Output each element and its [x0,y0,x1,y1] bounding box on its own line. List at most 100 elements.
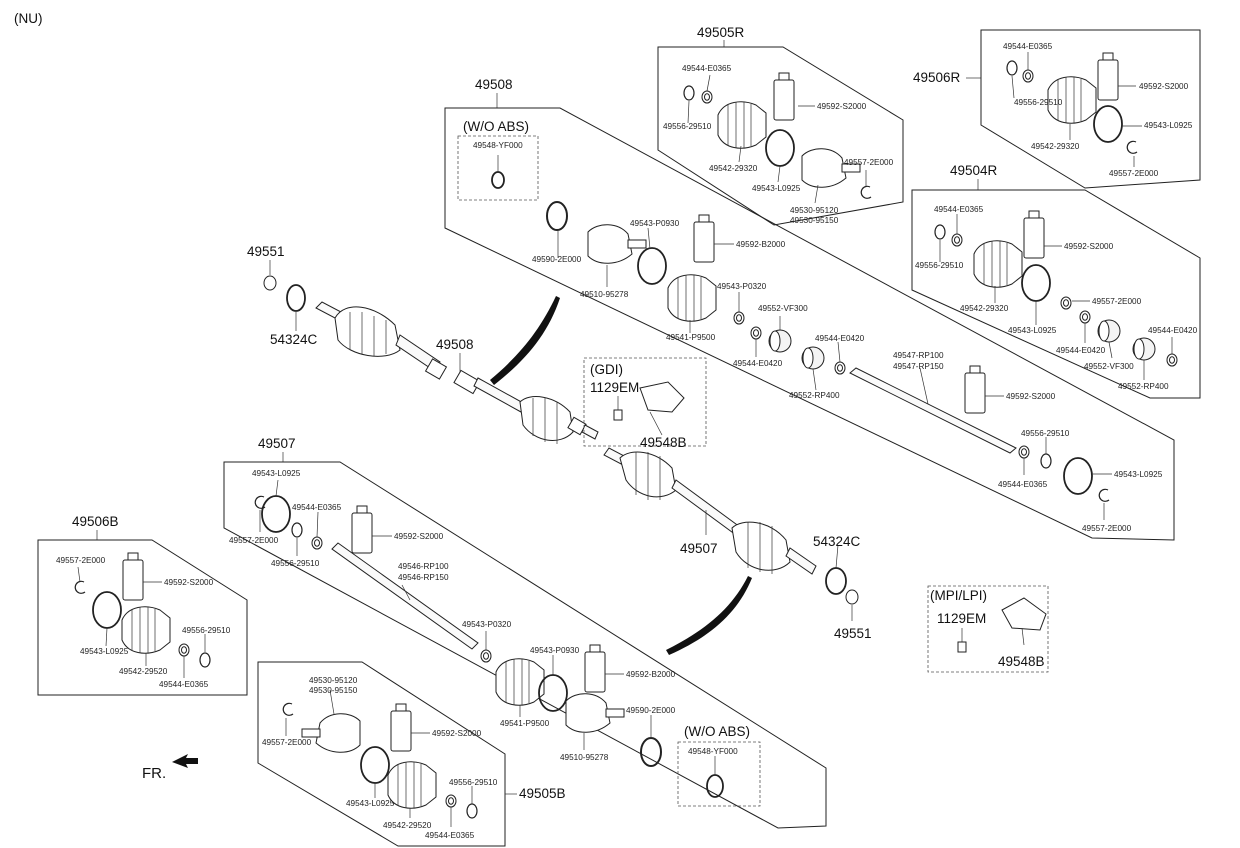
group-box-49506B [37,539,248,696]
group-label-49507: 49507 [258,436,296,451]
group-label-49504R: 49504R [950,163,998,178]
part-49544-E0420: 49544-E0420 [1148,326,1198,335]
part-49557-2E000: 49557-2E000 [1082,524,1132,533]
part-49557-2E000: 49557-2E000 [844,158,894,167]
part-49544-E0365: 49544-E0365 [998,480,1048,489]
part-49592-S2000: 49592-S2000 [164,578,214,587]
part-49530-95150: 49530-95150 [309,686,358,695]
group-label-49505R: 49505R [697,25,745,40]
part-49548B-mpi: 49548B [998,654,1045,669]
part-49543-P0320: 49543-P0320 [717,282,767,291]
callout-49551-bottom: 49551 [834,626,872,641]
part-49530-95120: 49530-95120 [309,676,358,685]
part-1129EM-gdi: 1129EM [590,380,639,395]
part-49541-P9500: 49541-P9500 [666,333,716,342]
part-49543-P0320: 49543-P0320 [462,620,512,629]
part-49556-29510: 49556-29510 [449,778,498,787]
direction-arrow-icon [172,754,198,768]
part-49548-YF000: 49548-YF000 [688,747,738,756]
part-49544-E0365: 49544-E0365 [934,205,984,214]
part-49548-YF000: 49548-YF000 [473,141,523,150]
part-1129EM-mpi: 1129EM [937,611,986,626]
callout-49507-shaft: 49507 [680,541,718,556]
part-49542-29520: 49542-29520 [119,667,168,676]
part-49543-L0925: 49543-L0925 [80,647,129,656]
group-box-49506R [980,29,1201,189]
mpi-lpi-option-box [927,585,1049,673]
part-49557-2E000: 49557-2E000 [56,556,106,565]
group-box-49505B [257,661,506,847]
part-49546-RP150: 49546-RP150 [398,573,449,582]
part-49510-95278: 49510-95278 [560,753,609,762]
part-49530-95150: 49530-95150 [790,216,839,225]
callout-54324C-bottom: 54324C [813,534,861,549]
part-49552-VF300: 49552-VF300 [1084,362,1134,371]
part-49544-E0420: 49544-E0420 [1056,346,1106,355]
callout-49508-shaft: 49508 [436,337,474,352]
part-49547-RP150: 49547-RP150 [893,362,944,371]
part-49592-S2000: 49592-S2000 [817,102,867,111]
part-49543-L0925: 49543-L0925 [252,469,301,478]
part-49557-2E000: 49557-2E000 [262,738,312,747]
group-box-49507 [223,461,827,829]
callout-54324C-top: 54324C [270,332,318,347]
link-arrow-bottom [666,576,752,655]
group-box-49504R [911,189,1201,399]
group-label-49506R: 49506R [913,70,961,85]
part-49592-S2000: 49592-S2000 [432,729,482,738]
part-49552-RP400: 49552-RP400 [789,391,840,400]
option-wo-abs-top: (W/O ABS) [463,119,529,134]
option-mpi-lpi: (MPI/LPI) [930,588,987,603]
option-gdi: (GDI) [590,362,623,377]
part-49556-29510: 49556-29510 [1014,98,1063,107]
group-label-49505B: 49505B [519,786,566,801]
part-49544-E0365: 49544-E0365 [159,680,209,689]
part-49543-L0925: 49543-L0925 [1008,326,1057,335]
part-49590-2E000: 49590-2E000 [626,706,676,715]
part-49552-RP400: 49552-RP400 [1118,382,1169,391]
gdi-option-box [583,357,707,447]
part-49544-E0365: 49544-E0365 [425,831,475,840]
part-49530-95120: 49530-95120 [790,206,839,215]
part-49556-29510: 49556-29510 [915,261,964,270]
part-49542-29320: 49542-29320 [709,164,758,173]
part-49543-L0925: 49543-L0925 [1144,121,1193,130]
option-wo-abs-bottom: (W/O ABS) [684,724,750,739]
part-49592-S2000: 49592-S2000 [1006,392,1056,401]
group-box-49508 [444,107,1175,541]
part-49543-P0930: 49543-P0930 [530,646,580,655]
part-49542-29320: 49542-29320 [960,304,1009,313]
link-arrow-top [490,296,560,385]
diagram-code: (NU) [14,11,43,26]
part-49557-2E000: 49557-2E000 [1092,297,1142,306]
part-49546-RP100: 49546-RP100 [398,562,449,571]
part-49556-29510: 49556-29510 [663,122,712,131]
part-49557-2E000: 49557-2E000 [229,536,279,545]
part-49542-29520: 49542-29520 [383,821,432,830]
part-49590-2E000: 49590-2E000 [532,255,582,264]
part-49544-E0365: 49544-E0365 [292,503,342,512]
part-49543-L0925: 49543-L0925 [346,799,395,808]
part-49543-P0930: 49543-P0930 [630,219,680,228]
direction-label-fr: FR. [142,765,166,782]
part-49557-2E000: 49557-2E000 [1109,169,1159,178]
part-49541-P9500: 49541-P9500 [500,719,550,728]
part-49544-E0365: 49544-E0365 [1003,42,1053,51]
part-49544-E0420: 49544-E0420 [815,334,865,343]
part-49544-E0365: 49544-E0365 [682,64,732,73]
part-49592-B2000: 49592-B2000 [626,670,676,679]
part-49592-S2000: 49592-S2000 [1139,82,1189,91]
part-49543-L0925: 49543-L0925 [752,184,801,193]
part-49547-RP100: 49547-RP100 [893,351,944,360]
part-49556-29510: 49556-29510 [182,626,231,635]
part-49592-S2000: 49592-S2000 [1064,242,1114,251]
part-49556-29510: 49556-29510 [1021,429,1070,438]
part-49592-S2000: 49592-S2000 [394,532,444,541]
part-49544-E0420: 49544-E0420 [733,359,783,368]
part-49543-L0925: 49543-L0925 [1114,470,1163,479]
group-label-49506B: 49506B [72,514,119,529]
group-box-49505R [657,46,904,226]
part-49510-95278: 49510-95278 [580,290,629,299]
callout-49551-top: 49551 [247,244,285,259]
